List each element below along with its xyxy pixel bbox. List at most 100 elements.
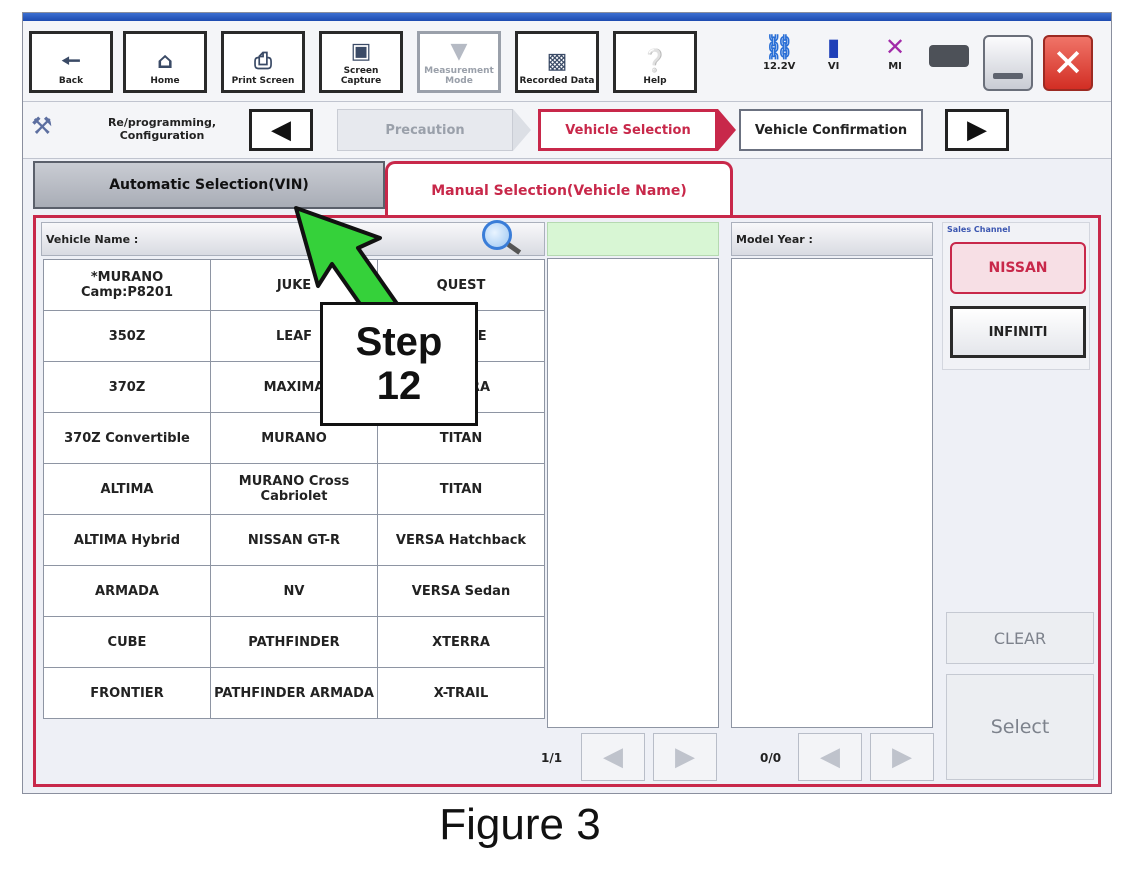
vehicle-name-cell[interactable]: 350Z bbox=[43, 310, 211, 362]
close-button[interactable]: ✕ bbox=[1043, 35, 1093, 91]
vehicle-name-cell[interactable]: 370Z bbox=[43, 361, 211, 413]
app-window: 🠔 Back ⌂ Home ⎙ Print Screen ▣ Screen Ca… bbox=[22, 12, 1112, 794]
vehicle-name-cell[interactable]: TITAN bbox=[377, 412, 545, 464]
nissan-label: NISSAN bbox=[988, 260, 1048, 276]
section-title: Re/programming, Configuration bbox=[87, 116, 237, 142]
vehicle-name-cell[interactable]: *MURANO Camp:P8201 bbox=[43, 259, 211, 311]
help-button[interactable]: ❔ Help bbox=[613, 31, 697, 93]
vehicle-name-grid: *MURANO Camp:P8201JUKEQUEST350ZLEAFROGUE… bbox=[43, 259, 545, 719]
home-label: Home bbox=[150, 76, 180, 86]
previous-step-button[interactable]: ◀ bbox=[249, 109, 313, 151]
vehicle-name-cell[interactable]: TITAN bbox=[377, 463, 545, 515]
infiniti-channel-button[interactable]: INFINITI bbox=[950, 306, 1086, 358]
vehicle-name-cell[interactable]: PATHFINDER bbox=[210, 616, 378, 668]
vehicle-name-cell[interactable]: NISSAN GT-R bbox=[210, 514, 378, 566]
toolbar: 🠔 Back ⌂ Home ⎙ Print Screen ▣ Screen Ca… bbox=[23, 21, 1111, 102]
sales-channel-label: Sales Channel bbox=[947, 225, 1011, 234]
help-icon: ❔ bbox=[641, 49, 669, 74]
vehicle-name-cell[interactable]: 370Z Convertible bbox=[43, 412, 211, 464]
next-step-button[interactable]: ▶ bbox=[945, 109, 1009, 151]
vi-status: ▮ VI bbox=[827, 33, 840, 72]
tab-manual-selection[interactable]: Manual Selection(Vehicle Name) bbox=[385, 161, 733, 217]
print-screen-button[interactable]: ⎙ Print Screen bbox=[221, 31, 305, 93]
model-year-page-indicator: 0/0 bbox=[760, 751, 782, 765]
mi-label: MI bbox=[888, 61, 902, 72]
step-callout-line1: Step bbox=[355, 320, 443, 364]
nissan-channel-button[interactable]: NISSAN bbox=[950, 242, 1086, 294]
step-precaution-label: Precaution bbox=[385, 122, 465, 138]
vehicle-name-cell[interactable]: ALTIMA bbox=[43, 463, 211, 515]
help-label: Help bbox=[643, 76, 667, 86]
screen-capture-button[interactable]: ▣ Screen Capture bbox=[319, 31, 403, 93]
tab-automatic-label: Automatic Selection(VIN) bbox=[109, 177, 309, 193]
step-chevron-1 bbox=[513, 109, 531, 151]
vehicle-name-cell[interactable]: PATHFINDER ARMADA bbox=[210, 667, 378, 719]
vehicle-name-cell[interactable]: MURANO Cross Cabriolet bbox=[210, 463, 378, 515]
step-vehicle-confirmation-label: Vehicle Confirmation bbox=[754, 122, 908, 138]
select-label: Select bbox=[990, 716, 1050, 738]
tab-automatic-selection[interactable]: Automatic Selection(VIN) bbox=[33, 161, 385, 209]
vehicle-list-page-indicator: 1/1 bbox=[541, 751, 563, 765]
vehicle-list-next-page-button[interactable]: ▶ bbox=[653, 733, 717, 781]
car-icon: ⛓ bbox=[763, 33, 795, 61]
mi-status: ✕ MI bbox=[885, 33, 905, 72]
vehicle-name-cell[interactable]: X-TRAIL bbox=[377, 667, 545, 719]
probe-icon: ▼ bbox=[450, 39, 468, 64]
clear-button[interactable]: CLEAR bbox=[946, 612, 1094, 664]
back-label: Back bbox=[58, 76, 84, 86]
infiniti-label: INFINITI bbox=[988, 324, 1048, 340]
home-icon: ⌂ bbox=[157, 49, 173, 74]
measurement-label: Measurement Mode bbox=[424, 66, 494, 86]
vehicle-name-cell[interactable]: VERSA Hatchback bbox=[377, 514, 545, 566]
screen-capture-label: Screen Capture bbox=[340, 66, 382, 86]
vehicle-list-prev-page-button[interactable]: ◀ bbox=[581, 733, 645, 781]
vehicle-name-header-label: Vehicle Name : bbox=[46, 232, 139, 246]
step-vehicle-selection-label: Vehicle Selection bbox=[565, 122, 691, 138]
step-chevron-2 bbox=[718, 109, 736, 151]
back-button[interactable]: 🠔 Back bbox=[29, 31, 113, 93]
select-button[interactable]: Select bbox=[946, 674, 1094, 780]
right-triangle-icon: ▶ bbox=[967, 115, 987, 145]
left-triangle-icon: ◀ bbox=[603, 742, 623, 772]
vehicle-name-cell[interactable]: XTERRA bbox=[377, 616, 545, 668]
mi-x-icon: ✕ bbox=[885, 33, 906, 61]
vehicle-name-cell[interactable]: CUBE bbox=[43, 616, 211, 668]
figure-caption: Figure 3 bbox=[439, 800, 601, 849]
step-callout-line2: 12 bbox=[376, 364, 422, 408]
vehicle-name-cell[interactable]: FRONTIER bbox=[43, 667, 211, 719]
selection-tabs: Automatic Selection(VIN) Manual Selectio… bbox=[23, 159, 1111, 217]
step-vehicle-selection[interactable]: Vehicle Selection bbox=[538, 109, 718, 151]
vehicle-name-cell[interactable]: VERSA Sedan bbox=[377, 565, 545, 617]
model-year-next-page-button[interactable]: ▶ bbox=[870, 733, 934, 781]
vi-icon: ▮ bbox=[827, 33, 841, 61]
reprogramming-icon: ⚒ bbox=[31, 112, 53, 140]
recorded-data-button[interactable]: ▩ Recorded Data bbox=[515, 31, 599, 93]
model-year-header: Model Year : bbox=[731, 222, 933, 256]
model-year-prev-page-button[interactable]: ◀ bbox=[798, 733, 862, 781]
vehicle-name-header: Vehicle Name : bbox=[41, 222, 545, 256]
step-callout: Step 12 bbox=[320, 302, 478, 426]
vehicle-type-list[interactable] bbox=[547, 258, 719, 728]
vehicle-name-cell[interactable]: NV bbox=[210, 565, 378, 617]
step-vehicle-confirmation[interactable]: Vehicle Confirmation bbox=[739, 109, 923, 151]
step-navigation-bar: ⚒ Re/programming, Configuration ◀ Precau… bbox=[23, 102, 1111, 159]
right-triangle-icon: ▶ bbox=[892, 742, 912, 772]
home-button[interactable]: ⌂ Home bbox=[123, 31, 207, 93]
connection-indicator-icon bbox=[929, 45, 969, 67]
model-year-list[interactable] bbox=[731, 258, 933, 728]
vehicle-name-cell[interactable]: ARMADA bbox=[43, 565, 211, 617]
left-triangle-icon: ◀ bbox=[271, 115, 291, 145]
vehicle-type-header bbox=[547, 222, 719, 256]
minimize-button[interactable] bbox=[983, 35, 1033, 91]
vehicle-name-cell[interactable]: ALTIMA Hybrid bbox=[43, 514, 211, 566]
model-year-header-label: Model Year : bbox=[736, 232, 813, 246]
measurement-mode-button[interactable]: ▼ Measurement Mode bbox=[417, 31, 501, 93]
tab-manual-label: Manual Selection(Vehicle Name) bbox=[431, 182, 687, 199]
section-title-line1: Re/programming, bbox=[107, 116, 217, 129]
step-precaution[interactable]: Precaution bbox=[337, 109, 513, 151]
